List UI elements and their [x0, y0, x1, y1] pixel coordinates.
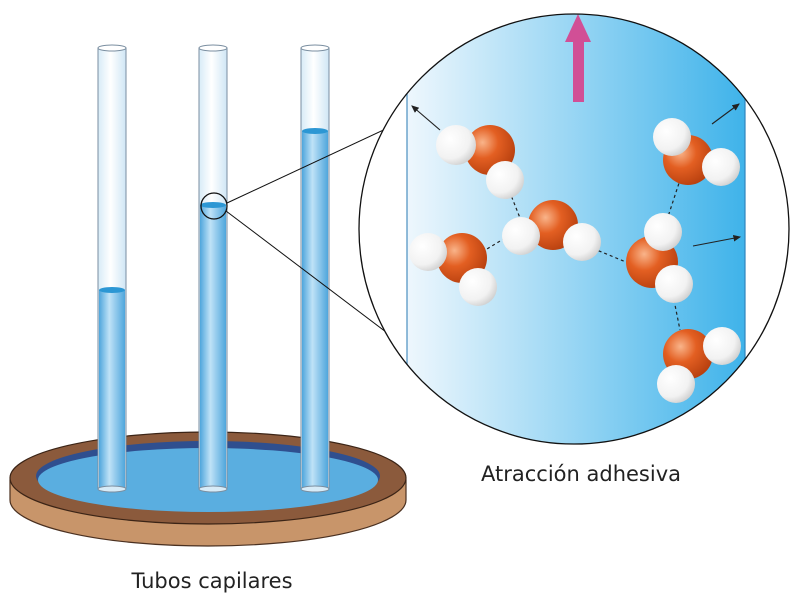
zoom-connector: [200, 126, 391, 336]
hydrogen-atom: [436, 125, 476, 165]
zoom-view: [358, 13, 790, 445]
capillary-tubes-label: Tubos capilares: [130, 569, 292, 593]
water-molecule: [653, 118, 740, 186]
water-molecule: [502, 200, 601, 261]
tube-left: [97, 44, 127, 493]
capillary-tubes: [97, 44, 330, 493]
hydrogen-atom: [486, 161, 524, 199]
water-molecule: [626, 213, 693, 303]
zoom-circle-outline: [358, 13, 790, 445]
water-molecule: [409, 233, 497, 306]
up-arrow-icon: [565, 14, 591, 102]
meniscus-right: [302, 128, 328, 134]
magnifier-circle-icon: [200, 192, 228, 220]
water-molecule: [436, 125, 524, 199]
hydrogen-atom: [657, 365, 695, 403]
hydrogen-atom: [644, 213, 682, 251]
hydrogen-atom: [563, 223, 601, 261]
meniscus-middle: [200, 202, 226, 208]
hydrogen-atom: [653, 118, 691, 156]
hydrogen-atom: [702, 148, 740, 186]
hydrogen-atom: [703, 327, 741, 365]
hydrogen-atom: [655, 265, 693, 303]
meniscus-left: [99, 287, 125, 293]
hydrogen-atom: [502, 217, 540, 255]
adhesive-attraction-label: Atracción adhesiva: [481, 462, 681, 486]
adhesion-arrows: [411, 103, 742, 247]
tube-right: [300, 44, 330, 493]
water-molecule: [657, 327, 741, 403]
tube-middle: [198, 44, 228, 493]
hydrogen-atom: [409, 233, 447, 271]
hydrogen-atom: [459, 268, 497, 306]
